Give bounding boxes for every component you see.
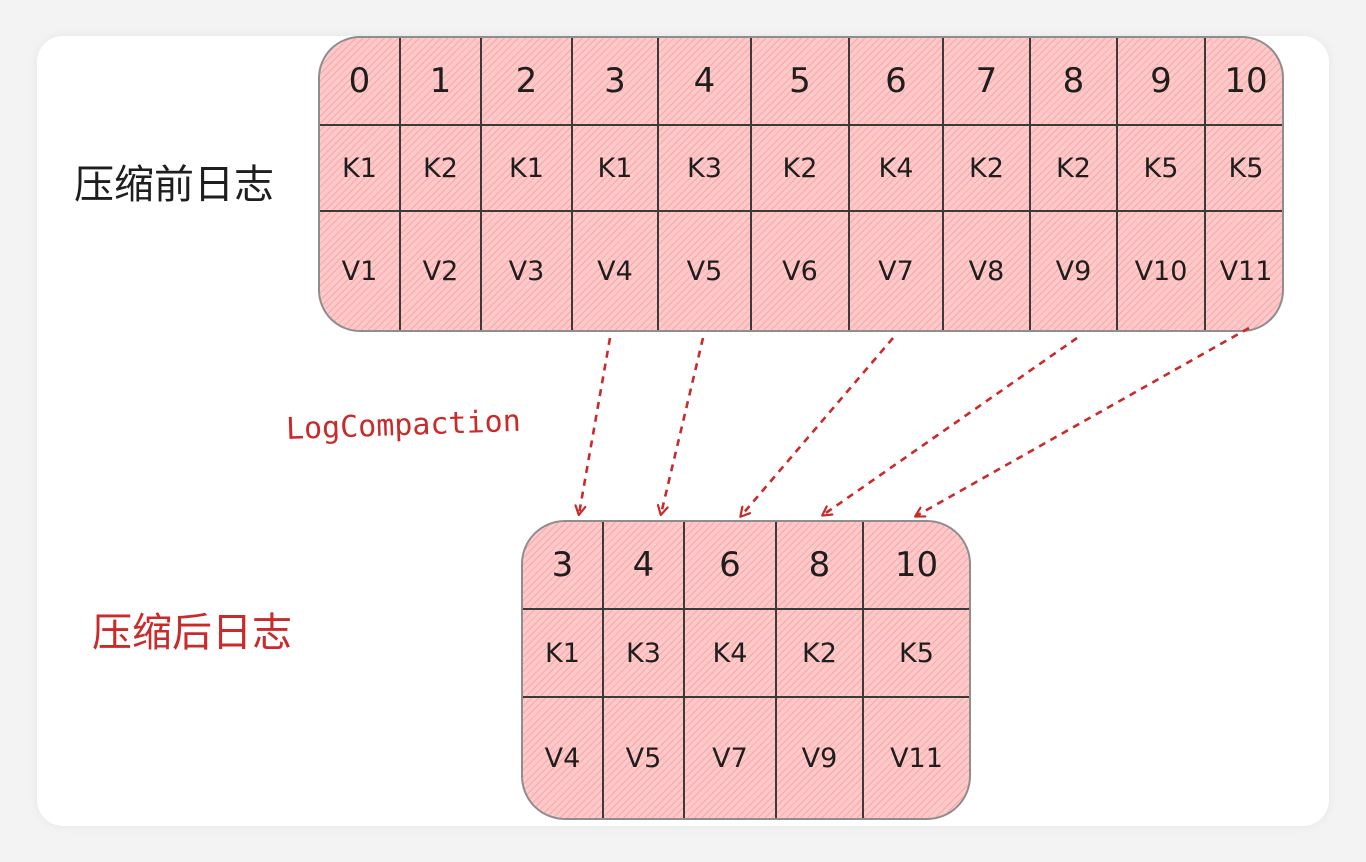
before-log-offset-cell: 0 <box>320 38 401 126</box>
before-log-value-cell: V8 <box>944 212 1031 330</box>
before-log-key-cell: K5 <box>1118 126 1206 212</box>
before-log-key-cell: K2 <box>752 126 850 212</box>
before-log-key-cell: K2 <box>944 126 1031 212</box>
after-log-value-cell: V5 <box>604 698 685 818</box>
after-log-key-cell: K5 <box>864 610 969 698</box>
before-log-offset-cell: 8 <box>1031 38 1118 126</box>
after-log-key-cell: K4 <box>685 610 777 698</box>
before-log-key-cell: K5 <box>1206 126 1282 212</box>
after-log-value-cell: V11 <box>890 742 943 774</box>
before-log-key-cell: K4 <box>850 126 944 212</box>
after-log-offset-cell: 3 <box>523 522 604 610</box>
before-log-offset-cell: 7 <box>944 38 1031 126</box>
before-log-value-cell: V6 <box>752 212 850 330</box>
after-log-key-cell: K2 <box>777 610 864 698</box>
after-log-value-cell: V7 <box>685 698 777 818</box>
before-log-offset-cell: 3 <box>573 38 659 126</box>
before-log-value-cell: V9 <box>1031 212 1118 330</box>
before-log-value-cell: V5 <box>659 212 752 330</box>
before-log-key-cell: K1 <box>320 126 401 212</box>
after-log-key-cell: K1 <box>523 610 604 698</box>
before-log-offset-cell: 9 <box>1118 38 1206 126</box>
after-log-offset-cell: 4 <box>604 522 685 610</box>
after-log-offset-cell: 8 <box>777 522 864 610</box>
before-log-offset-cell: 6 <box>850 38 944 126</box>
before-log-value-cell: V3 <box>482 212 573 330</box>
after-log-key-cell: K3 <box>604 610 685 698</box>
before-log-offset-cell: 5 <box>752 38 850 126</box>
before-log-value-cell: V7 <box>850 212 944 330</box>
after-log-offset-cell: 10 <box>864 522 969 610</box>
before-log-key-cell: K3 <box>659 126 752 212</box>
before-log-label: 压缩前日志 <box>74 162 274 208</box>
before-log-key-cell: K1 <box>573 126 659 212</box>
after-log-value-cell: V4 <box>523 698 604 818</box>
before-log-value-cell: V11 <box>1219 255 1273 287</box>
before-log-value-cell: V1 <box>320 212 401 330</box>
before-log-offset-cell: 1 <box>401 38 482 126</box>
after-log-value-cell: V9 <box>777 698 864 818</box>
before-log-key-cell: K2 <box>1031 126 1118 212</box>
after-log-label: 压缩后日志 <box>92 610 292 656</box>
before-log-offset-cell: 4 <box>659 38 752 126</box>
after-log-offset-cell: 6 <box>685 522 777 610</box>
before-log-offset-cell: 10 <box>1206 38 1282 126</box>
before-log-value-cell: V4 <box>573 212 659 330</box>
before-log-key-cell: K1 <box>482 126 573 212</box>
before-log-value-cell: V2 <box>401 212 482 330</box>
before-log-key-cell: K2 <box>401 126 482 212</box>
before-log-value-cell: V10 <box>1118 212 1206 330</box>
before-log-offset-cell: 2 <box>482 38 573 126</box>
